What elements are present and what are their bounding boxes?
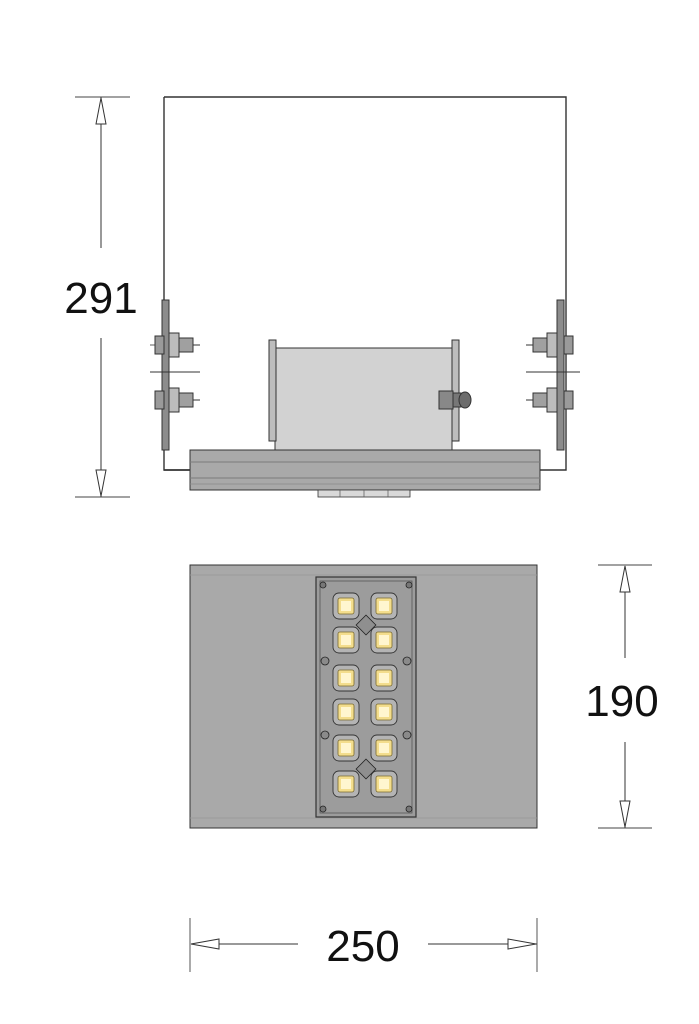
module-connector	[355, 614, 377, 636]
bottom-view	[189, 564, 538, 829]
module-screw	[320, 656, 330, 666]
mounting-bracket	[164, 96, 567, 471]
dimension-label-190: 190	[585, 677, 658, 726]
bolt-left-lower	[154, 387, 200, 413]
led-chip-highlight	[379, 601, 389, 611]
led-chip-highlight	[341, 707, 351, 717]
dimension-width-bottom: 250	[189, 918, 538, 972]
module-screw	[405, 805, 413, 813]
led-chip-highlight	[379, 635, 389, 645]
led-chip-highlight	[341, 673, 351, 683]
side-plate-left	[161, 299, 170, 451]
dimension-height-bottom: 190	[585, 564, 659, 829]
led-chip-highlight	[379, 707, 389, 717]
cable-gland	[438, 390, 472, 410]
module-screw	[320, 730, 330, 740]
module-screw	[319, 581, 327, 589]
led-chip-highlight	[341, 743, 351, 753]
dimension-label-291: 291	[64, 274, 137, 323]
luminaire-housing	[189, 449, 541, 491]
led-grid	[332, 592, 398, 798]
side-view	[150, 96, 580, 498]
bolt-right-upper	[526, 332, 574, 358]
driver-box	[274, 347, 453, 451]
dimension-label-250: 250	[326, 922, 399, 971]
led-chip-highlight	[341, 635, 351, 645]
module-screw	[402, 730, 412, 740]
led-chip-highlight	[341, 601, 351, 611]
bolt-left-upper	[150, 332, 200, 358]
bolt-right-lower	[526, 387, 574, 413]
led-module	[315, 576, 417, 818]
led-chip-highlight	[341, 779, 351, 789]
side-plate-right	[556, 299, 565, 451]
module-screw	[402, 656, 412, 666]
dimension-height-top: 291	[64, 96, 138, 498]
module-screw	[319, 805, 327, 813]
led-chip-highlight	[379, 779, 389, 789]
module-screw	[405, 581, 413, 589]
led-chip-highlight	[379, 743, 389, 753]
led-chip-highlight	[379, 673, 389, 683]
module-connector	[355, 758, 377, 780]
